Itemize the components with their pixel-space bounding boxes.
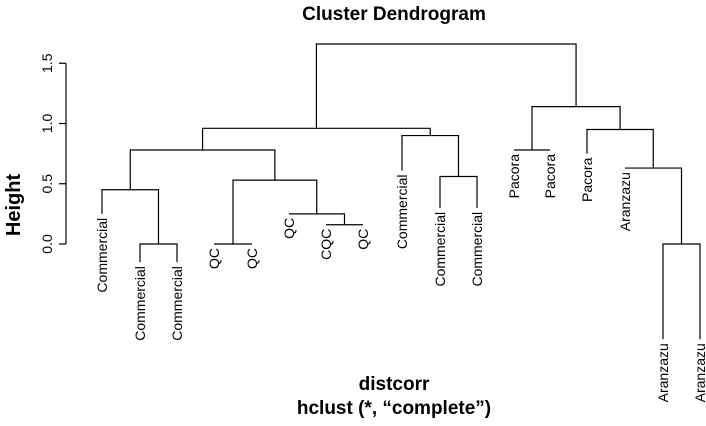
dendrogram-link <box>201 127 431 151</box>
dendrogram-link <box>129 149 276 190</box>
dendrogram-link <box>531 106 621 151</box>
leaf-label: QC <box>206 248 222 269</box>
leaf-label: Commercial <box>94 218 110 293</box>
dendrogram-link <box>401 134 460 177</box>
leaf-label: Commercial <box>469 212 485 287</box>
leaf-label: Commercial <box>432 212 448 287</box>
leaf-label: Pacora <box>506 154 522 199</box>
leaf-label: QC <box>355 229 371 250</box>
leaf-label: Aranzazu <box>692 343 706 402</box>
dendrogram-link <box>586 128 654 169</box>
dendrogram-link <box>101 189 160 244</box>
leaf-label: Commercial <box>394 174 410 249</box>
x-axis-label: distcorr <box>359 374 430 395</box>
chart-title: Cluster Dendrogram <box>302 4 486 25</box>
leaf-label: Aranzazu <box>617 172 633 231</box>
leaf-label: Pacora <box>542 154 558 199</box>
leaf-label: QC <box>244 248 260 269</box>
dendrogram-link <box>625 167 683 244</box>
y-axis-label: Height <box>3 174 25 237</box>
y-axis: 0.0 0.5 1.0 1.5 <box>39 53 67 254</box>
dendrogram-link <box>232 179 318 244</box>
y-tick-label: 0.0 <box>39 234 55 254</box>
dendrogram-link <box>662 243 701 340</box>
dendrogram-link <box>139 243 178 263</box>
leaf-label: Pacora <box>579 157 595 202</box>
leaf-label: CQC <box>318 229 334 260</box>
dendrogram-link <box>315 43 577 129</box>
leaf-label: Aranzazu <box>655 343 671 402</box>
y-tick-label: 1.0 <box>39 114 55 134</box>
y-tick-label: 1.5 <box>39 53 55 73</box>
dendrogram-link <box>439 175 478 208</box>
y-tick-label: 0.5 <box>39 174 55 194</box>
dendrogram-links <box>101 43 701 340</box>
leaf-label: Commercial <box>169 266 185 341</box>
leaf-label: QC <box>281 218 297 239</box>
dendrogram-link <box>289 213 346 225</box>
leaf-label: Commercial <box>132 266 148 341</box>
method-label: hclust (*, “complete”) <box>297 398 491 419</box>
